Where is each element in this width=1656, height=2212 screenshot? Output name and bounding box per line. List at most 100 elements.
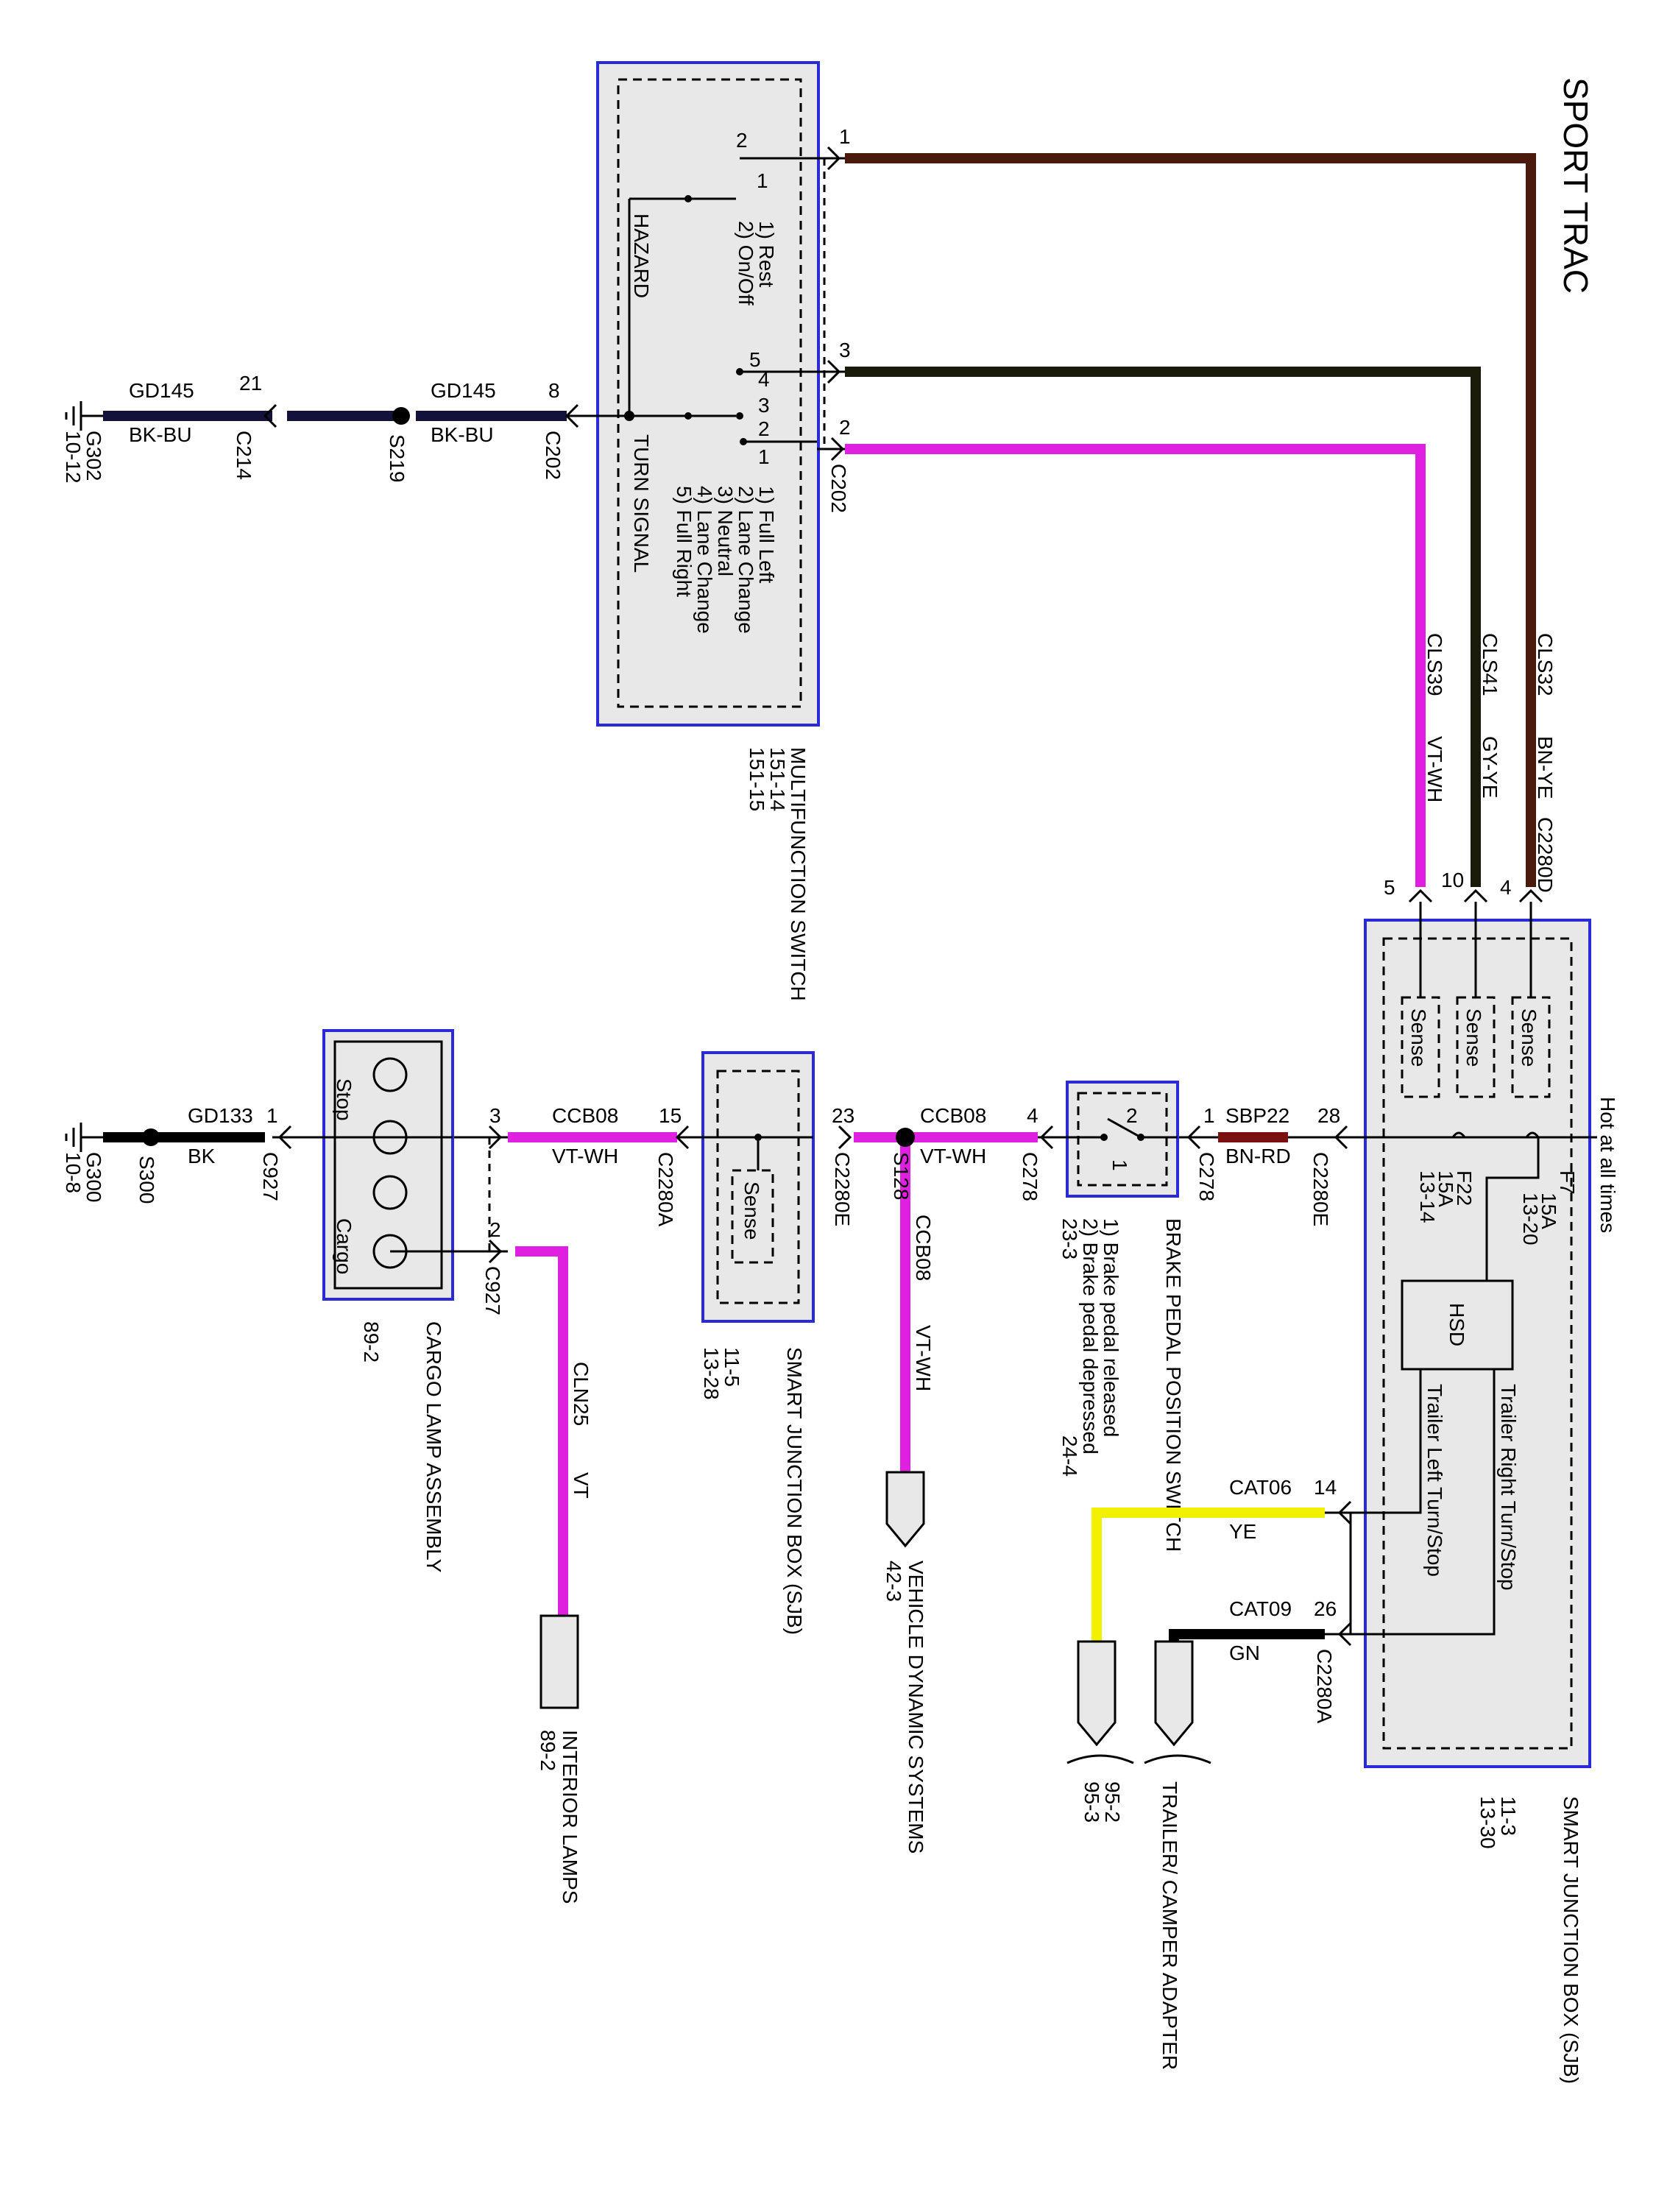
diagram-title: SPORT TRAC — [1557, 77, 1595, 294]
mfs-pin-1: 1 — [839, 125, 851, 148]
c278-connector-1: C278 — [1195, 1152, 1218, 1201]
mfs-pin-2: 2 — [839, 416, 851, 439]
cargo-lamp-name: CARGO LAMP ASSEMBLY — [422, 1321, 445, 1573]
sbp22-circuit: SBP22 — [1225, 1104, 1289, 1127]
cargo-ccb08-color: VT-WH — [552, 1145, 618, 1167]
wire-cls41 — [845, 367, 1481, 887]
sense-label-2: Sense — [1462, 1008, 1485, 1067]
lamp-stop-1 — [372, 1057, 408, 1092]
vehicle-dynamic-systems: VEHICLE DYNAMIC SYSTEMS 42-3 — [882, 1471, 927, 1854]
gd145-circuit-1: GD145 — [431, 379, 496, 402]
brake-contact-a — [1137, 1134, 1144, 1141]
c927-pin-3: 3 — [489, 1104, 501, 1127]
cls39-circuit: CLS39 — [1423, 633, 1446, 696]
ccb08-wire: 4 C278 CCB08 VT-WH S128 23 C2280E CCB08 … — [831, 1104, 1067, 1472]
ground-symbol-g300 — [65, 1123, 103, 1152]
trailer-brackets — [1066, 1754, 1211, 1764]
sjb-small-sense-box — [731, 1169, 774, 1264]
trailer-left-label: Trailer Left Turn/Stop — [1423, 1384, 1446, 1577]
turn-pin-1: 1 — [758, 445, 770, 468]
cat09-color: GN — [1229, 1642, 1260, 1664]
top-wires: 1 3 2 C202 CLS32 BN-YE CLS41 GY-YE CLS39… — [817, 125, 1557, 903]
sjb-pin-10: 10 — [1441, 869, 1464, 891]
mfs-box — [596, 61, 820, 727]
turn-pos-1: 1) Full Left — [755, 486, 778, 583]
hazard-pin-2: 2 — [736, 129, 748, 152]
cargo-ccb08-circuit: CCB08 — [552, 1104, 618, 1127]
c214-pin-21: 21 — [239, 372, 262, 395]
splice-s219 — [392, 407, 410, 425]
c927-arrow-2 — [488, 1239, 503, 1264]
sjb-connector-a: C2280A — [1313, 1649, 1336, 1724]
mfs-contact-1 — [740, 438, 747, 445]
mfs-ground: 8 GD145 BK-BU C202 S219 GD145 BK-BU 21 C… — [62, 372, 629, 484]
mfs-contact-3 — [684, 412, 692, 420]
c2280a-arrows — [1337, 1500, 1352, 1647]
brake-switch-box — [1066, 1081, 1179, 1198]
sense-label-3: Sense — [1407, 1008, 1430, 1067]
gd145-color-1: BK-BU — [431, 423, 494, 446]
sjb-small-ref-1: 11-5 — [721, 1347, 743, 1387]
sjb-main-ref-1: 11-3 — [1497, 1796, 1520, 1836]
splice-s128-label: S128 — [890, 1152, 913, 1200]
brake-contact-b — [1100, 1134, 1108, 1141]
sjb-top-arrows — [1408, 888, 1543, 903]
sjb-small-box — [701, 1051, 815, 1323]
sjb-small-name: SMART JUNCTION BOX (SJB) — [783, 1347, 806, 1635]
sjb-small-sense: Sense — [740, 1181, 763, 1240]
cargo-stop-label: Stop — [333, 1078, 355, 1121]
cargo-lamp-assembly: Stop Cargo CARGO LAMP ASSEMBLY 89-2 2 C9… — [283, 1029, 508, 1573]
sjb-small-node — [754, 1134, 762, 1141]
cargo-lamp-ref: 89-2 — [360, 1321, 383, 1363]
brake-feed: 28 C2280E SBP22 BN-RD 1 C278 — [1178, 1104, 1348, 1226]
cls32-color: BN-YE — [1534, 736, 1557, 799]
f7-name: F7 — [1556, 1170, 1579, 1195]
f22-name: F22 — [1453, 1170, 1476, 1206]
turn-pin-4: 4 — [758, 368, 770, 391]
g300-label: G300 — [82, 1152, 105, 1203]
f22-ref: 13-14 — [1416, 1170, 1439, 1223]
c2280e-connector-2: C2280E — [831, 1152, 854, 1226]
brake-pin-2: 2 — [1126, 1104, 1138, 1127]
cargo-lamp-inner — [333, 1040, 443, 1290]
wire-cln25 — [515, 1246, 568, 1616]
sjb-small-inner — [716, 1070, 800, 1304]
cls39-color: VT-WH — [1423, 736, 1446, 802]
mfs-hazard-contacts — [688, 157, 817, 200]
interior-ref: 89-2 — [537, 1730, 559, 1771]
splice-s128 — [896, 1128, 915, 1147]
cargo-lamp-wiring — [283, 1136, 508, 1253]
brake-switch-name: BRAKE PEDAL POSITION SWITCH — [1162, 1218, 1185, 1552]
turn-pos-3: 3) Neutral — [714, 486, 737, 576]
c278-pin-4: 4 — [1027, 1104, 1038, 1127]
brake-pin-1: 1 — [1108, 1159, 1131, 1171]
f7-rating: 15A — [1538, 1192, 1560, 1229]
gd133-circuit: GD133 — [188, 1104, 253, 1127]
g300-ref: 10-8 — [62, 1152, 85, 1193]
turn-signal-label: TURN SIGNAL — [630, 434, 653, 573]
mfs-ref-2: 151-15 — [746, 747, 768, 811]
lamp-cargo-1 — [372, 1175, 408, 1210]
hsd-outputs — [1325, 1369, 1496, 1636]
turn-pin-5: 5 — [749, 348, 761, 371]
f7-path — [1485, 1137, 1540, 1281]
gd133-color: BK — [188, 1145, 216, 1167]
c2280a-pin-15: 15 — [659, 1104, 682, 1127]
sbp22-color: BN-RD — [1225, 1145, 1291, 1167]
hsd-box — [1401, 1279, 1514, 1371]
cln25-circuit: CLN25 — [570, 1362, 592, 1426]
mfs-contact-5 — [736, 368, 743, 375]
splice-s300 — [142, 1128, 160, 1146]
sjb-pin-14: 14 — [1314, 1476, 1337, 1499]
wire-cls32 — [845, 153, 1536, 887]
multifunction-switch: MULTIFUNCTION SWITCH 151-14 151-15 HAZAR… — [596, 61, 826, 1001]
hazard-pin-1: 1 — [757, 169, 768, 192]
cargo-feed: 15 C2280A CCB08 VT-WH 3 — [453, 1104, 703, 1227]
sense-label-1: Sense — [1518, 1008, 1540, 1067]
trailer-wires: CAT06 YE CAT09 GN TRAILER/ CAMPER ADAPTE… — [1066, 1476, 1325, 2070]
sjb-top-connector: C2280D — [1534, 817, 1557, 893]
cls32-circuit: CLS32 — [1534, 633, 1557, 696]
cat06-circuit: CAT06 — [1229, 1476, 1292, 1499]
ccb08-color: VT-WH — [920, 1145, 986, 1167]
